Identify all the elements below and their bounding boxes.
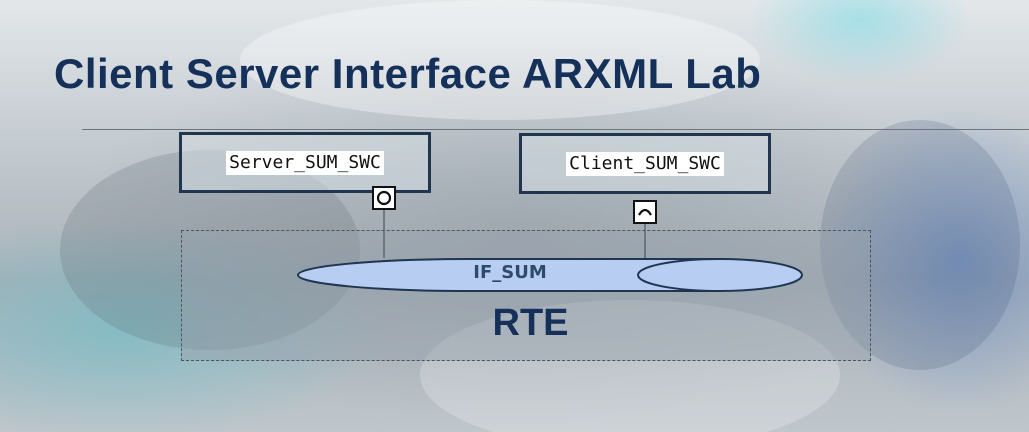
interface-pipe-end — [637, 258, 803, 292]
rte-box — [181, 230, 871, 361]
background-shape — [820, 120, 1020, 370]
background-shape — [420, 300, 840, 432]
background-shape — [240, 0, 760, 120]
server-component-box[interactable]: Server_SUM_SWC — [179, 132, 431, 193]
server-component-label: Server_SUM_SWC — [226, 150, 384, 175]
slide-title: Client Server Interface ARXML Lab — [54, 50, 762, 97]
client-component-label: Client_SUM_SWC — [566, 151, 724, 176]
interface-label: IF_SUM — [473, 262, 547, 283]
client-port-icon[interactable] — [633, 200, 657, 224]
rte-label: RTE — [492, 302, 569, 344]
client-component-box[interactable]: Client_SUM_SWC — [519, 133, 771, 194]
client-port-glyph — [638, 208, 652, 216]
server-port-glyph — [376, 190, 392, 206]
server-port-icon[interactable] — [372, 186, 396, 210]
title-divider — [82, 129, 1029, 130]
